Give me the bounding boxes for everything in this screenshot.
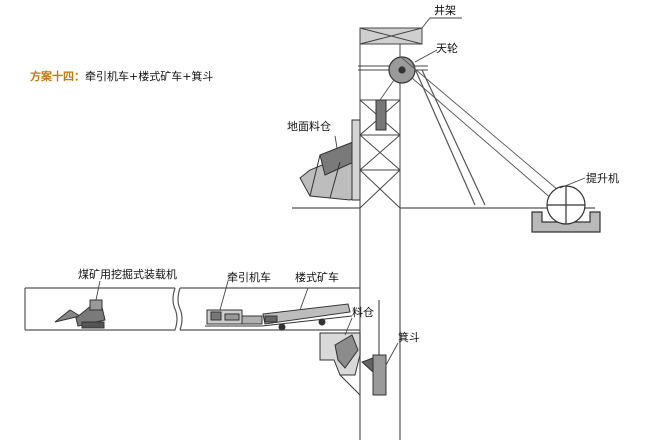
- headframe: [358, 27, 428, 209]
- label-locomotive: 牵引机车: [227, 270, 271, 284]
- label-surface-bin: 地面料仓: [287, 119, 331, 133]
- hoist-machine: [531, 185, 601, 233]
- upper-skip: [375, 99, 387, 131]
- mine-car: [261, 303, 353, 331]
- callout-lines: [95, 17, 586, 366]
- vertical-shaft: [359, 208, 401, 440]
- label-headframe: 井架: [434, 3, 456, 17]
- hoist-ropes: [379, 57, 561, 207]
- label-hoist: 提升机: [586, 171, 619, 185]
- label-sheave: 天轮: [436, 41, 458, 55]
- scheme-number: 方案十四：: [30, 69, 85, 83]
- label-mine-car: 楼式矿车: [295, 270, 339, 284]
- headframe-struts: [411, 61, 486, 206]
- skip: [361, 300, 387, 396]
- scheme-title: 方案十四：牵引机车+楼式矿车+箕斗: [30, 69, 213, 83]
- underground-bin: [319, 332, 361, 396]
- label-bin: 料仓: [352, 305, 374, 319]
- underground-tunnel: [24, 287, 360, 331]
- locomotive: [205, 309, 263, 327]
- sheave-wheel: [388, 56, 416, 84]
- scheme-combo: 牵引机车+楼式矿车+箕斗: [85, 69, 213, 83]
- surface-bin: [299, 119, 361, 201]
- excavating-loader: [54, 299, 106, 329]
- label-skip: 箕斗: [398, 330, 420, 344]
- label-loader: 煤矿用挖掘式装载机: [78, 267, 177, 281]
